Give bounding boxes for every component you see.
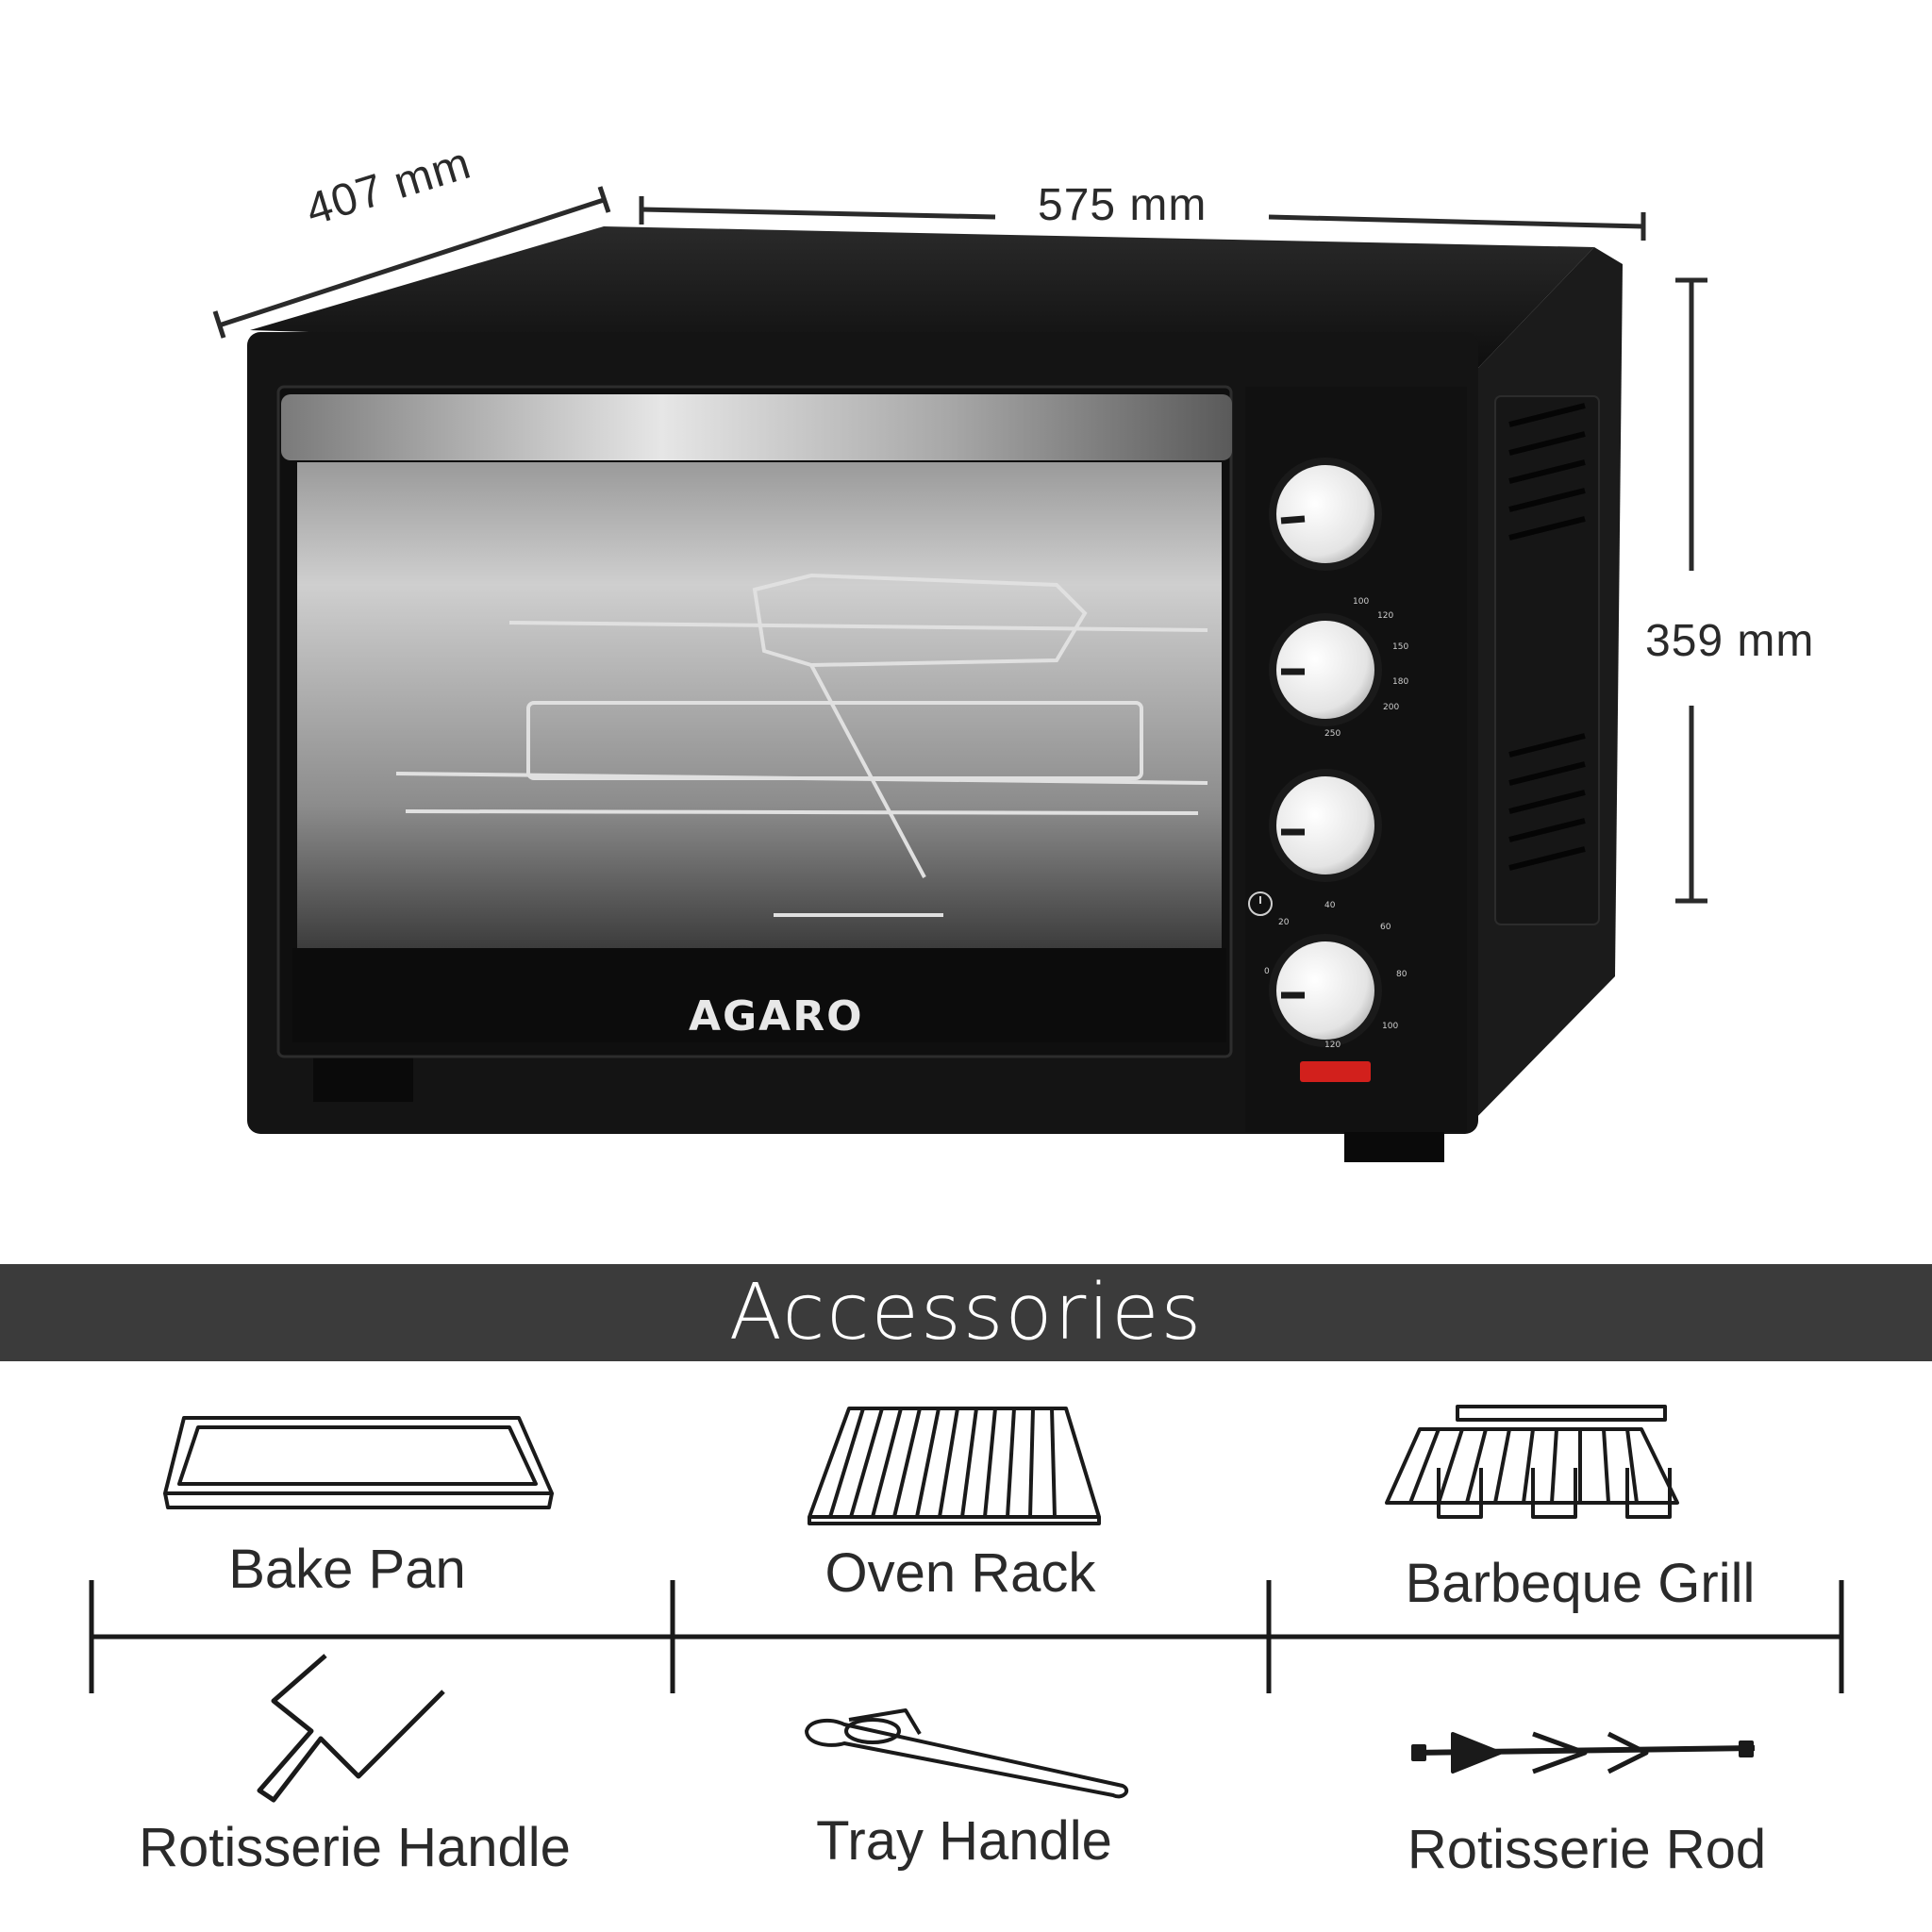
function-knob[interactable] (1269, 458, 1382, 571)
oven-body (247, 226, 1623, 1162)
timer-mark-40: 40 (1324, 901, 1336, 910)
accessory-label-rotisserie-rod: Rotisserie Rod (1407, 1819, 1767, 1880)
temp-mark-100: 100 (1353, 597, 1369, 607)
temp-mark-180: 180 (1392, 677, 1408, 687)
timer-mark-80: 80 (1396, 970, 1407, 979)
timer-knob[interactable] (1269, 934, 1382, 1047)
bake-pan-icon (163, 1416, 554, 1509)
oven-rack-icon (808, 1407, 1101, 1525)
mode-knob[interactable] (1269, 769, 1382, 882)
timer-mark-0: 0 (1264, 967, 1270, 976)
timer-mark-60: 60 (1380, 923, 1391, 932)
clock-icon (1248, 891, 1273, 916)
temperature-knob[interactable] (1269, 613, 1382, 726)
control-knobs: 100 120 150 180 200 250 0 20 40 60 80 10… (1248, 458, 1408, 1082)
temp-mark-120: 120 (1377, 611, 1393, 621)
rotisserie-handle-icon (257, 1654, 445, 1803)
brand-logo: AGARO (689, 992, 864, 1041)
timer-mark-120: 120 (1324, 1041, 1341, 1050)
accessories-grid (89, 1405, 1844, 1803)
accessory-label-oven-rack: Oven Rack (824, 1542, 1096, 1604)
timer-mark-20: 20 (1278, 918, 1290, 927)
timer-mark-100: 100 (1382, 1022, 1398, 1031)
accessory-label-tray-handle: Tray Handle (816, 1810, 1112, 1872)
temp-mark-250: 250 (1324, 729, 1341, 739)
rotisserie-rod-icon (1411, 1731, 1756, 1774)
height-dimension-label: 359 mm (1645, 616, 1815, 666)
tray-handle-icon (805, 1708, 1129, 1799)
accessory-label-bake-pan: Bake Pan (228, 1539, 466, 1600)
temp-mark-150: 150 (1392, 642, 1408, 652)
power-indicator-light (1300, 1061, 1371, 1082)
temp-mark-200: 200 (1383, 703, 1399, 712)
grid-dividers (89, 1580, 1844, 1693)
oven-illustration: 100 120 150 180 200 250 0 20 40 60 80 10… (212, 186, 1707, 1162)
accessory-label-rotisserie-handle: Rotisserie Handle (139, 1817, 571, 1878)
width-dimension-label: 575 mm (1038, 180, 1208, 230)
accessories-title: Accessories (728, 1268, 1204, 1357)
accessories-banner: Accessories (0, 1264, 1932, 1361)
accessory-label-barbeque-grill: Barbeque Grill (1405, 1553, 1756, 1614)
dimension-lines (212, 186, 1707, 904)
barbeque-grill-icon (1385, 1405, 1679, 1519)
